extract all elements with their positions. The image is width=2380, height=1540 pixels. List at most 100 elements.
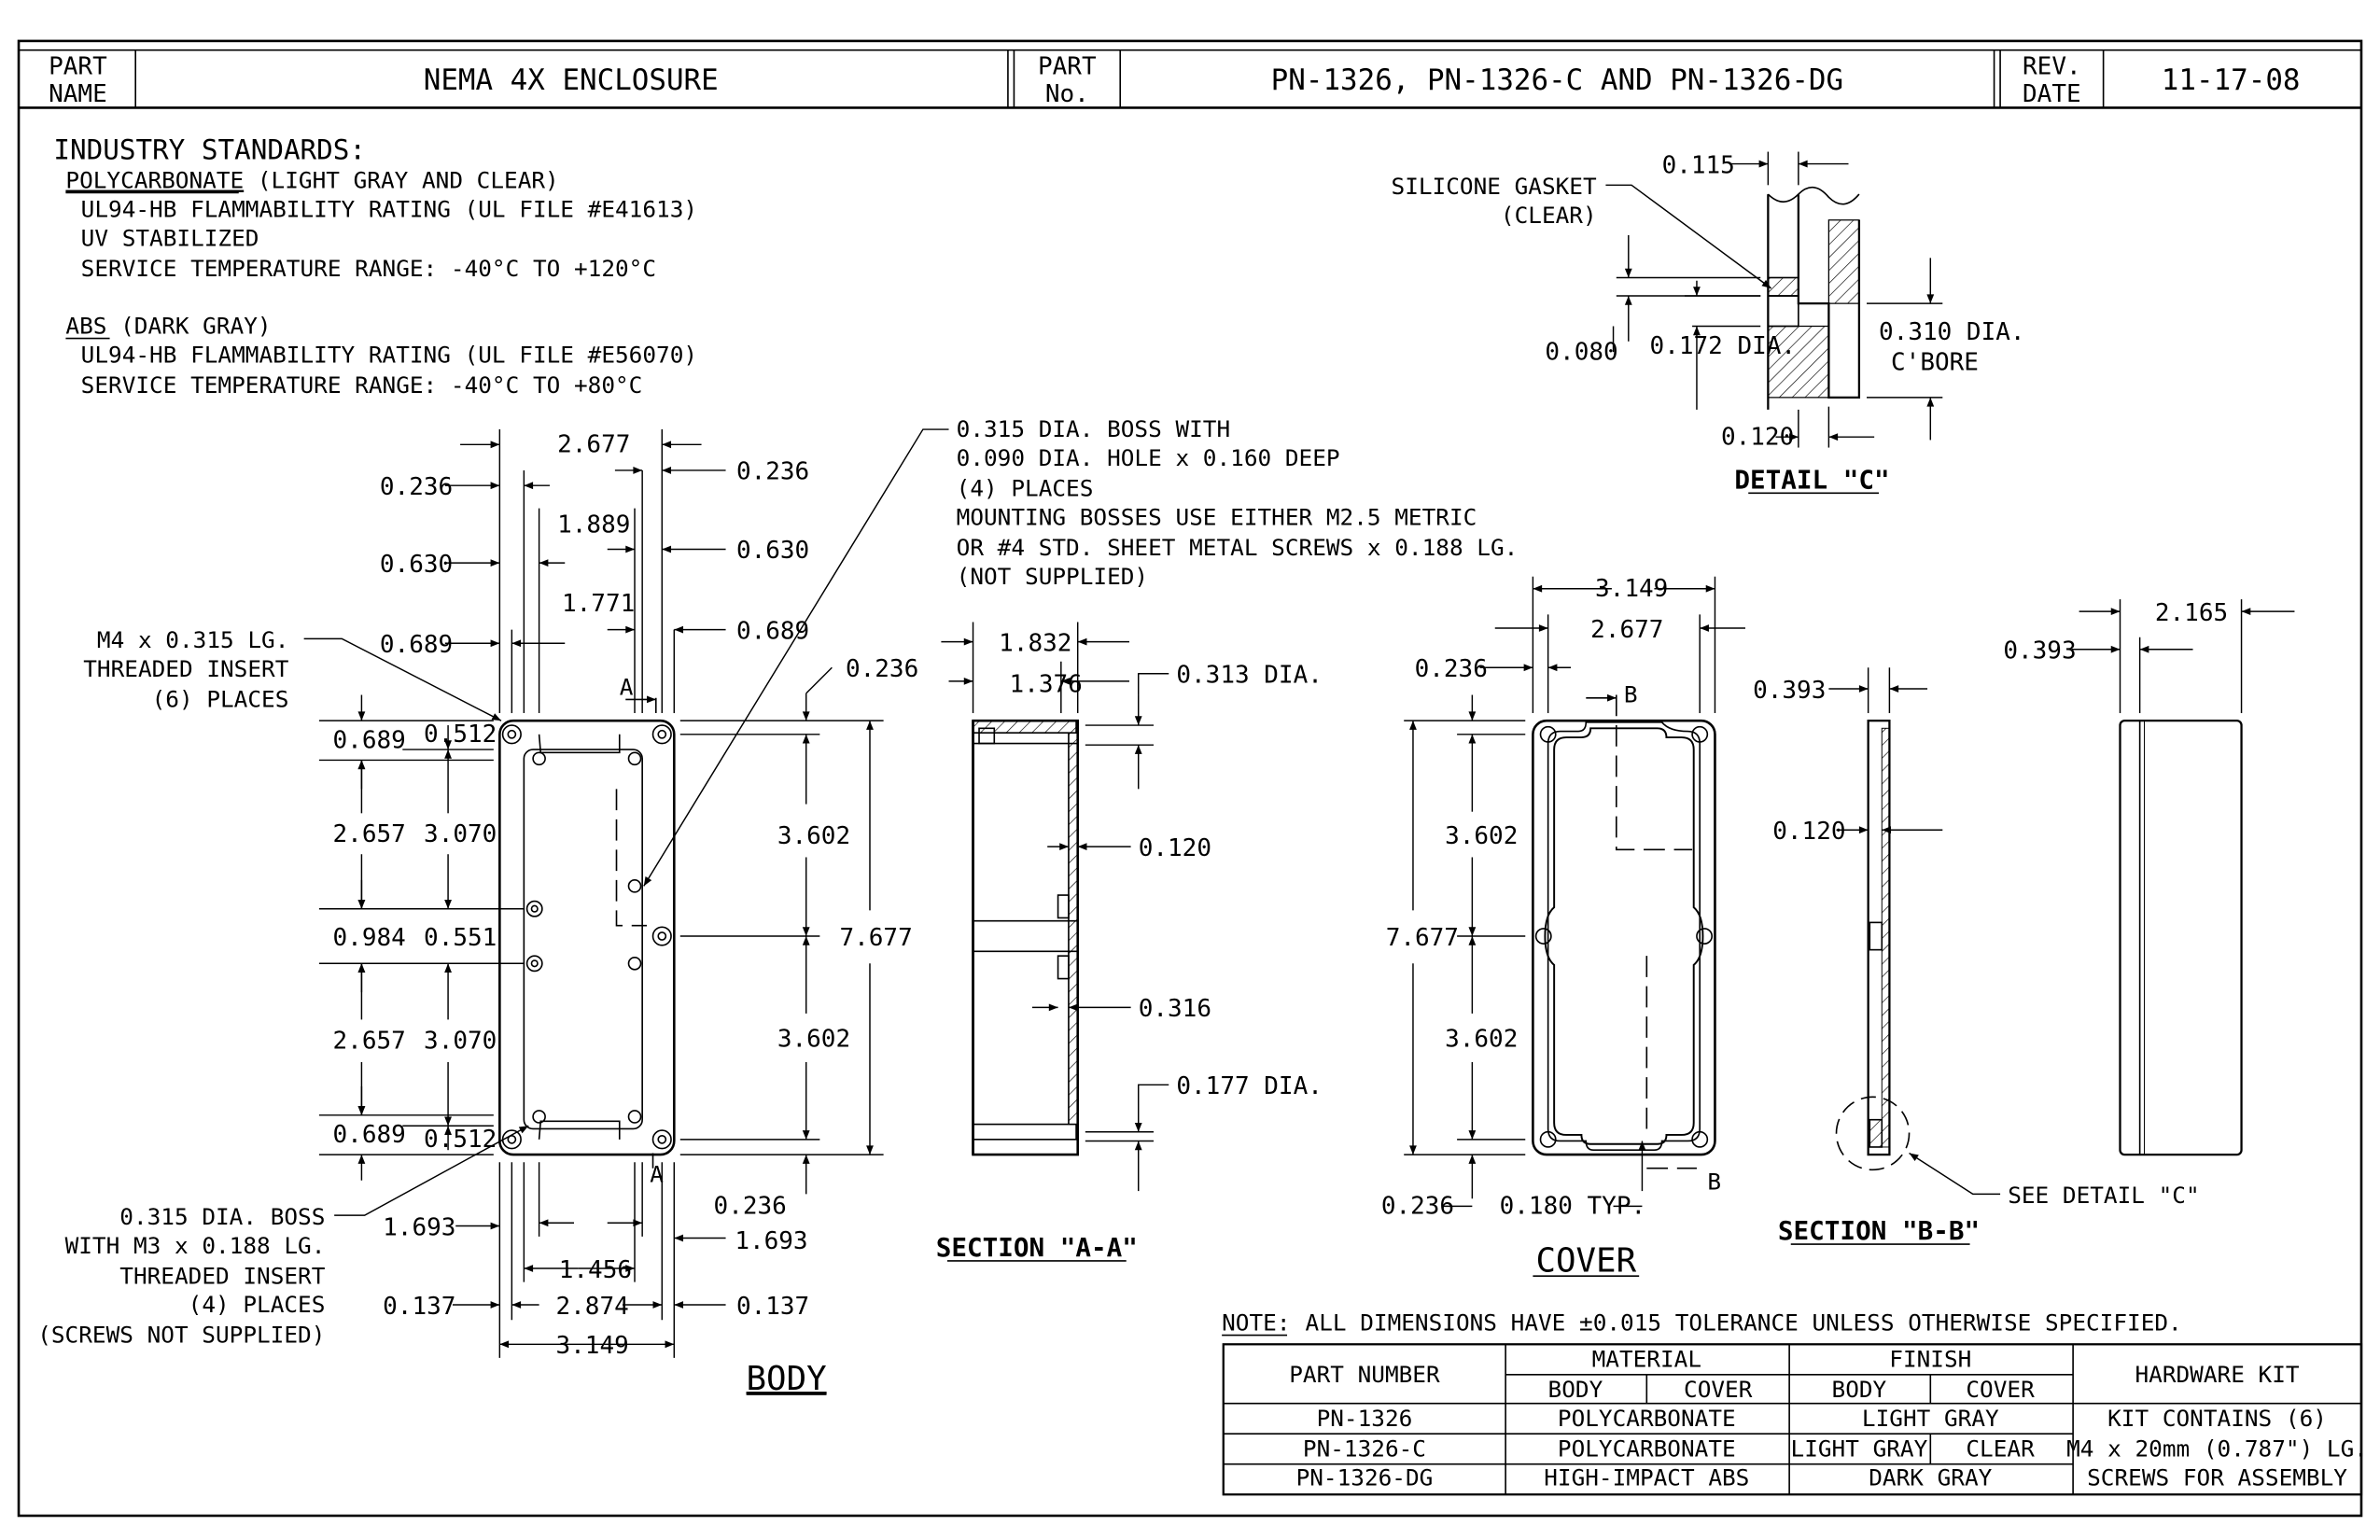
row2-finish-body: LIGHT GRAY — [1791, 1435, 1928, 1463]
section-aa-title: SECTION "A-A" — [936, 1232, 1138, 1263]
body-left-3070-top: 3.070 — [424, 820, 497, 848]
cover-dim-7677: 7.677 — [1386, 924, 1459, 952]
sheet-border — [17, 39, 2363, 1518]
th-material-cover: COVER — [1684, 1376, 1753, 1403]
section-bb-view: 0.393 0.120 SEE DETAIL "C" SECTION "B-B" — [1753, 667, 2200, 1246]
th-finish-body: BODY — [1832, 1376, 1887, 1403]
part-name-value: NEMA 4X ENCLOSURE — [424, 63, 719, 97]
detail-dim-0080: 0.080 — [1545, 338, 1617, 366]
cover-dim-3602-top: 3.602 — [1445, 822, 1518, 850]
abs-heading: ABS (DARK GRAY) — [65, 313, 271, 340]
row1-material: POLYCARBONATE — [1558, 1405, 1736, 1432]
m25-note-4: MOUNTING BOSSES USE EITHER M2.5 METRIC — [957, 503, 1477, 530]
row2-material: POLYCARBONATE — [1558, 1435, 1736, 1463]
cover-outline — [1532, 719, 1716, 1156]
section-mark-b-top: B — [1624, 681, 1638, 708]
note-text: ALL DIMENSIONS HAVE ±0.015 TOLERANCE UNL… — [1306, 1309, 2182, 1337]
row1-finish: LIGHT GRAY — [1862, 1405, 1999, 1432]
see-detail-c: SEE DETAIL "C" — [2008, 1182, 2199, 1209]
body-right-3602-top: 3.602 — [777, 822, 850, 850]
body-left-2657-top: 2.657 — [333, 820, 406, 848]
body-dim-0236-left: 0.236 — [380, 473, 453, 501]
part-no-label-2: No. — [1045, 80, 1089, 108]
body-dim-0630-left: 0.630 — [380, 551, 453, 579]
polycarbonate-heading: POLYCARBONATE (LIGHT GRAY AND CLEAR) — [65, 167, 558, 194]
body-bottom-1693: 1.693 — [383, 1213, 455, 1241]
row3-material: HIGH-IMPACT ABS — [1544, 1463, 1749, 1491]
th-finish: FINISH — [1889, 1346, 1971, 1373]
body-right-0236-top: 0.236 — [846, 655, 918, 683]
body-dim-1889: 1.889 — [557, 511, 630, 539]
body-bottom-1456: 1.456 — [559, 1256, 632, 1284]
body-outline — [498, 719, 676, 1156]
aa-dim-1832: 1.832 — [999, 629, 1071, 657]
body-view: A A 2.677 — [37, 415, 1518, 1398]
body-dim-0630-right: 0.630 — [736, 537, 809, 565]
row2-part: PN-1326-C — [1303, 1435, 1426, 1463]
rev-date-label-2: DATE — [2023, 80, 2081, 108]
industry-standards: INDUSTRY STANDARDS: POLYCARBONATE (LIGHT… — [53, 134, 697, 399]
title-block: PART NAME NEMA 4X ENCLOSURE PART No. PN-… — [19, 49, 2361, 109]
m3-note-3: THREADED INSERT — [119, 1262, 325, 1289]
m25-note-1: 0.315 DIA. BOSS WITH — [957, 415, 1231, 442]
row2-finish-cover: CLEAR — [1966, 1435, 2035, 1463]
detail-dim-cbore: C'BORE — [1891, 349, 1979, 377]
body-left-0512-bottom: 0.512 — [424, 1126, 497, 1154]
body-dim-0689-left: 0.689 — [380, 631, 453, 659]
section-aa-view: 1.832 1.376 0.313 DIA. 0.120 0.316 0.177… — [936, 622, 1323, 1263]
body-left-0512-top: 0.512 — [424, 721, 497, 749]
body-right-3602-bottom: 3.602 — [777, 1026, 850, 1054]
body-left-0984: 0.984 — [333, 924, 406, 952]
bb-dim-0120: 0.120 — [1772, 818, 1845, 846]
row1-part: PN-1326 — [1317, 1405, 1413, 1432]
insert-note-1: M4 x 0.315 LG. — [97, 626, 288, 653]
section-mark-a-top: A — [620, 674, 634, 701]
row3-part: PN-1326-DG — [1296, 1463, 1434, 1491]
th-material-body: BODY — [1548, 1376, 1603, 1403]
detail-dim-0120: 0.120 — [1721, 423, 1794, 451]
body-bottom-0137-right: 0.137 — [736, 1293, 809, 1321]
body-left-3070-bottom: 3.070 — [424, 1027, 497, 1055]
aa-dim-0316: 0.316 — [1139, 995, 1211, 1023]
detail-c-title: DETAIL "C" — [1734, 464, 1889, 495]
th-material: MATERIAL — [1592, 1346, 1701, 1373]
aa-dim-1376: 1.376 — [1010, 670, 1083, 698]
part-name-label-1: PART — [49, 53, 107, 81]
row3-finish: DARK GRAY — [1869, 1463, 1992, 1491]
part-no-value: PN-1326, PN-1326-C AND PN-1326-DG — [1271, 63, 1843, 97]
section-bb-title: SECTION "B-B" — [1778, 1215, 1980, 1246]
gasket-label-1: SILICONE GASKET — [1392, 173, 1597, 200]
section-mark-b-bottom: B — [1707, 1168, 1721, 1195]
body-left-0551: 0.551 — [424, 924, 497, 952]
parts-table: PART NUMBER MATERIAL FINISH BODY COVER B… — [1222, 1343, 2368, 1496]
pc-line-2: UV STABILIZED — [81, 224, 259, 251]
body-bottom-2874: 2.874 — [555, 1293, 628, 1321]
bb-dim-0393: 0.393 — [1753, 677, 1826, 705]
body-view-title: BODY — [747, 1360, 827, 1398]
m3-note-5: (SCREWS NOT SUPPLIED) — [37, 1322, 325, 1349]
cover-dim-3602-bottom: 3.602 — [1445, 1026, 1518, 1054]
cover-view-title: COVER — [1535, 1241, 1636, 1280]
pc-line-1: UL94-HB FLAMMABILITY RATING (UL FILE #E4… — [81, 195, 697, 222]
side-dim-2165: 2.165 — [2155, 599, 2228, 627]
body-right-7677: 7.677 — [839, 924, 912, 952]
insert-note-2: THREADED INSERT — [83, 655, 288, 682]
part-no-label-1: PART — [1038, 53, 1097, 81]
body-dim-2677: 2.677 — [557, 430, 630, 458]
th-hardware-kit: HARDWARE KIT — [2135, 1361, 2299, 1388]
hardware-line-1: KIT CONTAINS (6) — [2107, 1405, 2327, 1432]
aa-dim-0120: 0.120 — [1139, 834, 1211, 862]
insert-note-3: (6) PLACES — [152, 686, 289, 713]
body-dim-1771: 1.771 — [562, 590, 635, 618]
detail-dim-0172: 0.172 DIA. — [1650, 332, 1797, 360]
cover-dim-3149: 3.149 — [1595, 575, 1668, 603]
body-left-0689-top: 0.689 — [333, 726, 406, 754]
detail-dim-0310: 0.310 DIA. — [1879, 318, 2025, 346]
side-dim-0393: 0.393 — [2003, 637, 2076, 665]
detail-c-view: SILICONE GASKET (CLEAR) 0.115 0.080 0.17… — [1392, 151, 2025, 495]
m3-note-1: 0.315 DIA. BOSS — [119, 1203, 325, 1230]
abs-line-1: UL94-HB FLAMMABILITY RATING (UL FILE #E5… — [81, 342, 697, 369]
detail-dim-0115: 0.115 — [1662, 151, 1735, 179]
cover-view: B B 3.1 — [1381, 575, 1745, 1280]
